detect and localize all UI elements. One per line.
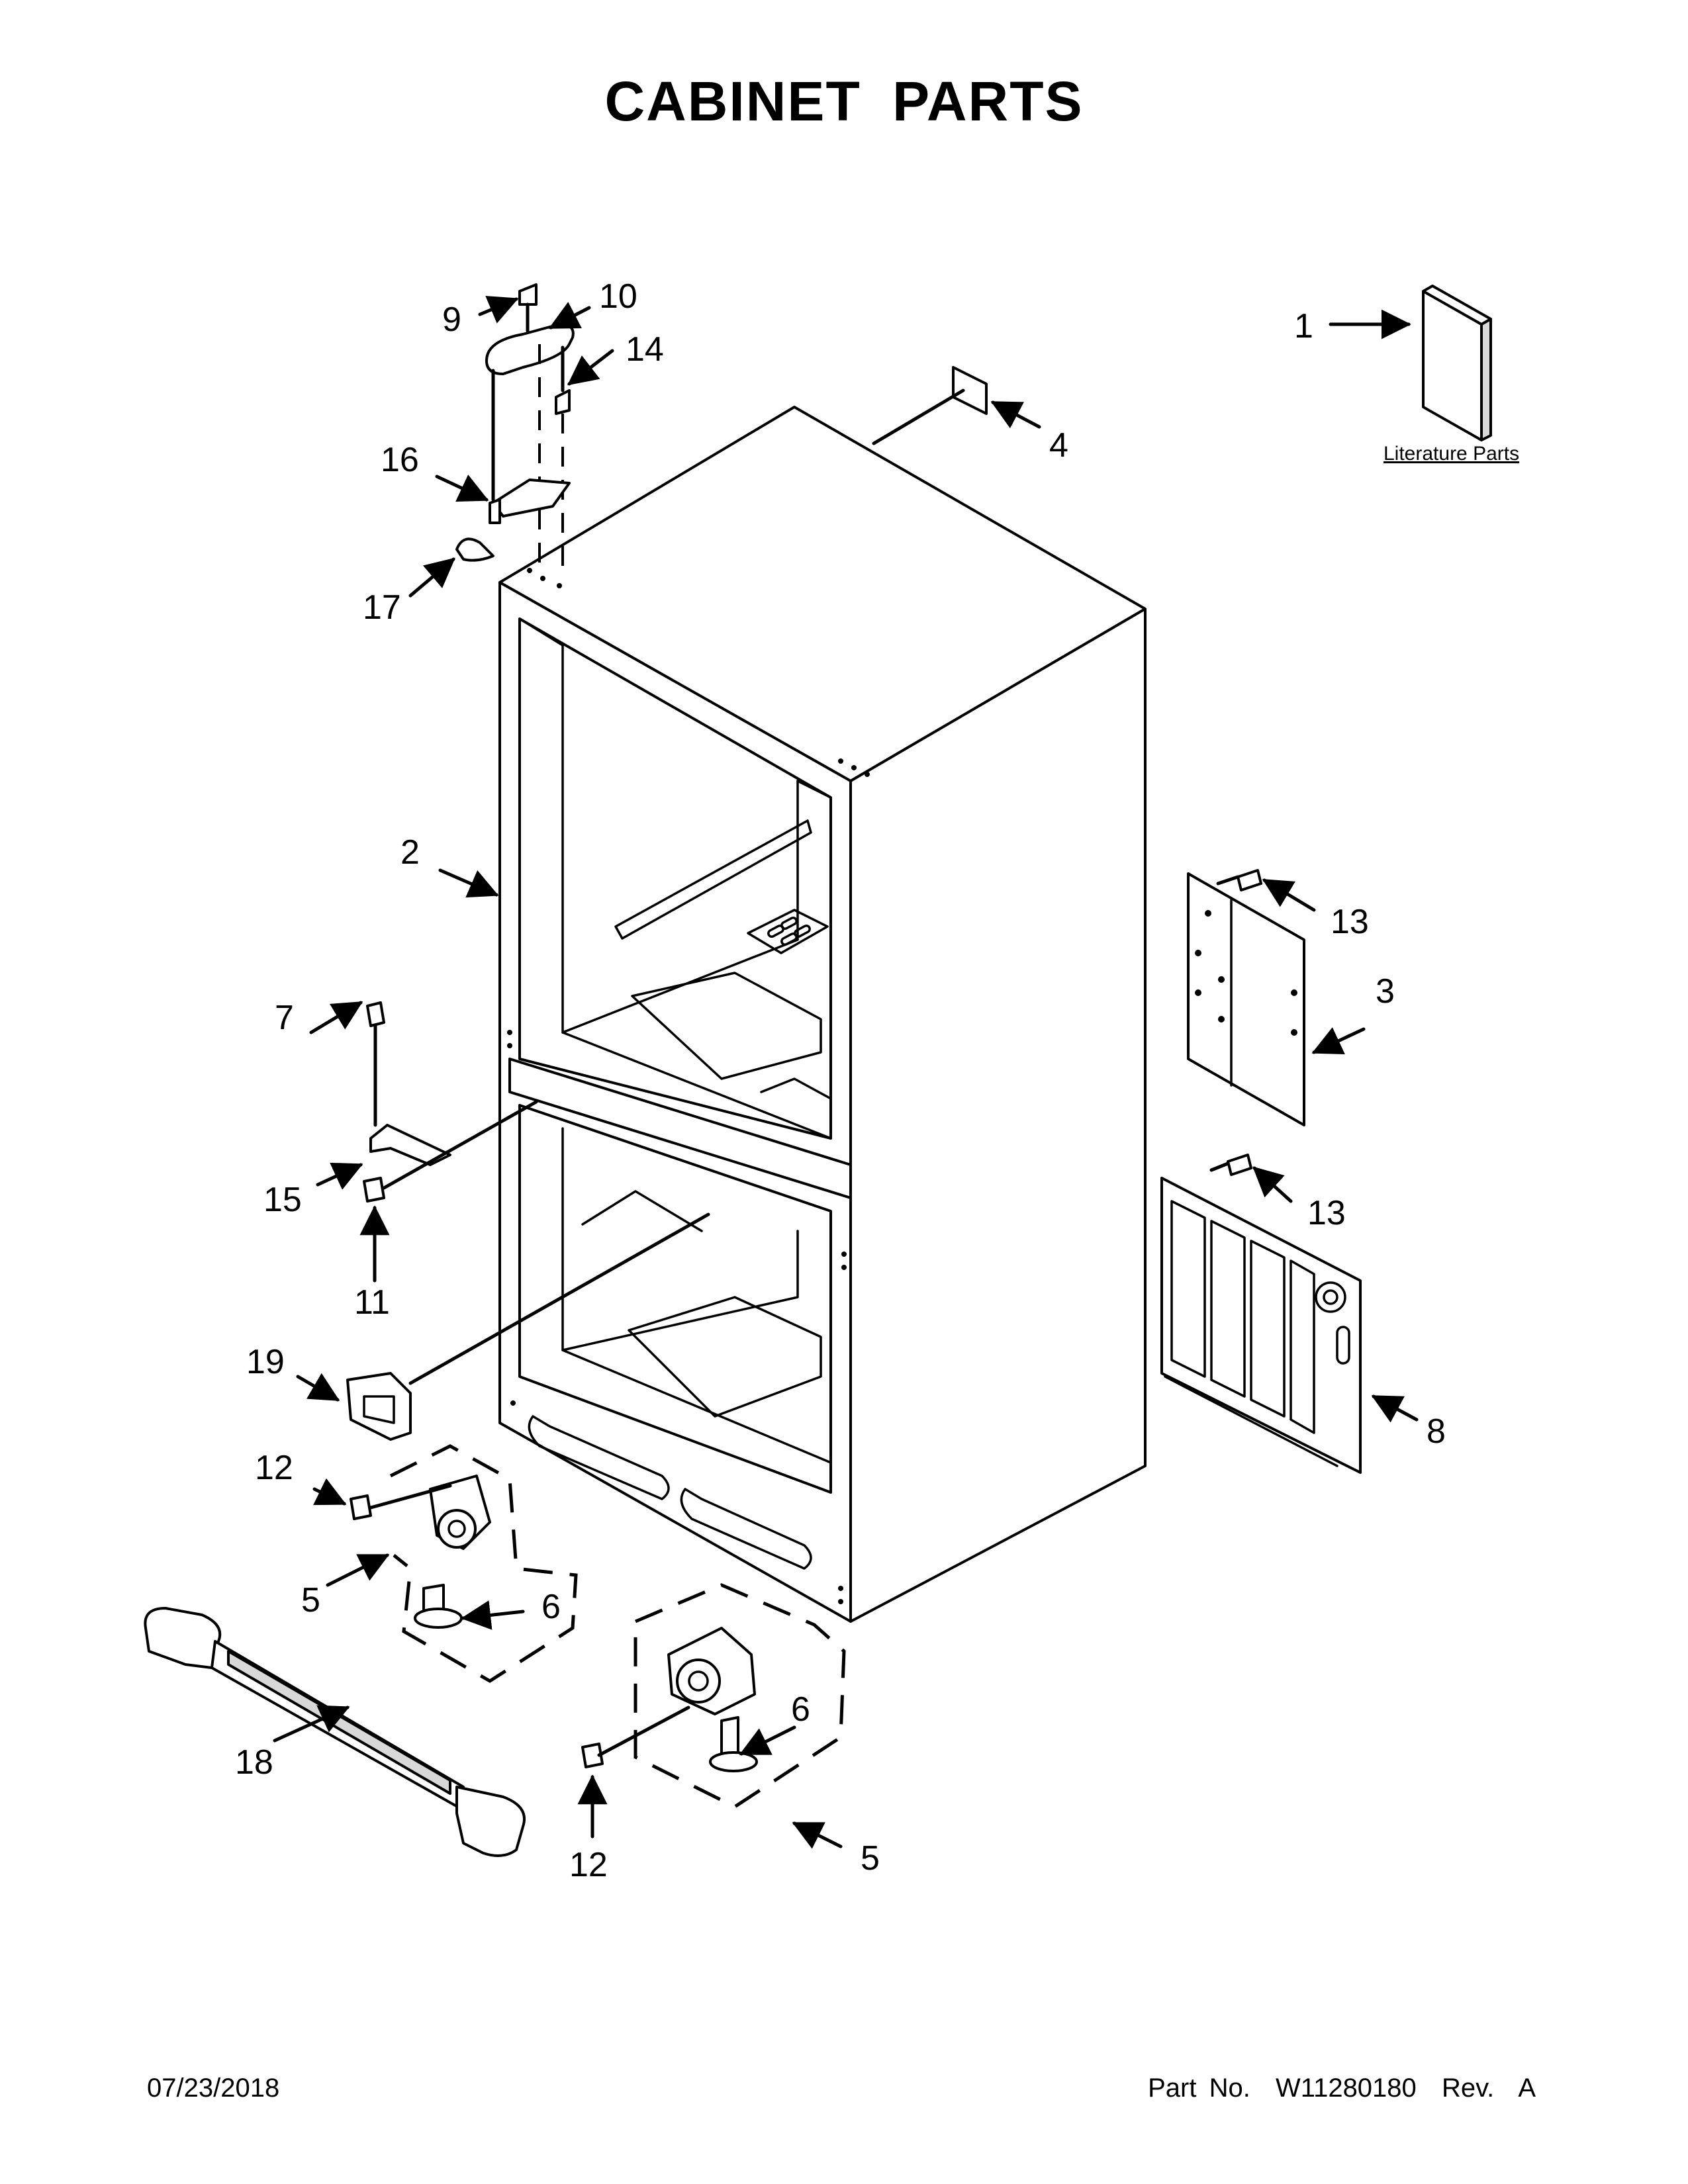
roller-assembly-right (581, 1583, 846, 1809)
cabinet (498, 406, 1147, 1623)
callout-5-right: 5 (861, 1839, 880, 1878)
top-hinge-assembly (455, 283, 575, 576)
literature-parts-label: Literature Parts (1383, 443, 1519, 465)
roller-assembly-left (350, 1444, 578, 1683)
callout-labels: 1 2 3 4 5 5 6 6 7 8 9 10 11 12 12 13 13 … (235, 277, 1446, 1884)
callout-13-bottom: 13 (1307, 1194, 1346, 1232)
part-19-cover (346, 1212, 710, 1441)
callout-18: 18 (235, 1743, 273, 1782)
vent-slots (767, 916, 811, 946)
footer-part-number: Part No. W11280180 Rev. A (1148, 2073, 1536, 2103)
callout-8: 8 (1427, 1412, 1446, 1451)
callout-16: 16 (381, 441, 419, 479)
callout-17: 17 (363, 588, 401, 627)
screw-13-bottom (1227, 1154, 1252, 1176)
footer-date: 07/23/2018 (147, 2073, 280, 2103)
literature-parts (1422, 285, 1492, 441)
callout-2: 2 (400, 833, 420, 872)
callout-6-left: 6 (541, 1588, 561, 1626)
callout-9: 9 (442, 300, 461, 339)
callout-19: 19 (246, 1343, 285, 1381)
callout-12-right: 12 (569, 1846, 608, 1884)
callout-13-top: 13 (1331, 903, 1369, 941)
callout-1: 1 (1294, 307, 1313, 345)
back-panel (1187, 872, 1305, 1126)
screw-13-top (1237, 869, 1262, 891)
callout-12-left: 12 (255, 1449, 293, 1487)
label-part (952, 366, 988, 415)
callout-10: 10 (599, 277, 637, 316)
callout-3: 3 (1376, 972, 1395, 1011)
toe-grille (144, 1607, 526, 1857)
lower-hinge-assembly (363, 1001, 538, 1203)
leader-lines (273, 296, 1419, 1849)
page-title: CABINET PARTS (604, 70, 1084, 132)
callout-7: 7 (275, 999, 294, 1037)
callout-4: 4 (1049, 426, 1068, 465)
callout-11: 11 (354, 1283, 390, 1322)
rear-grille (1160, 1177, 1362, 1474)
callout-15: 15 (263, 1181, 302, 1219)
callout-6-right: 6 (791, 1690, 810, 1729)
callout-5-left: 5 (301, 1581, 320, 1619)
callout-14: 14 (626, 330, 664, 369)
